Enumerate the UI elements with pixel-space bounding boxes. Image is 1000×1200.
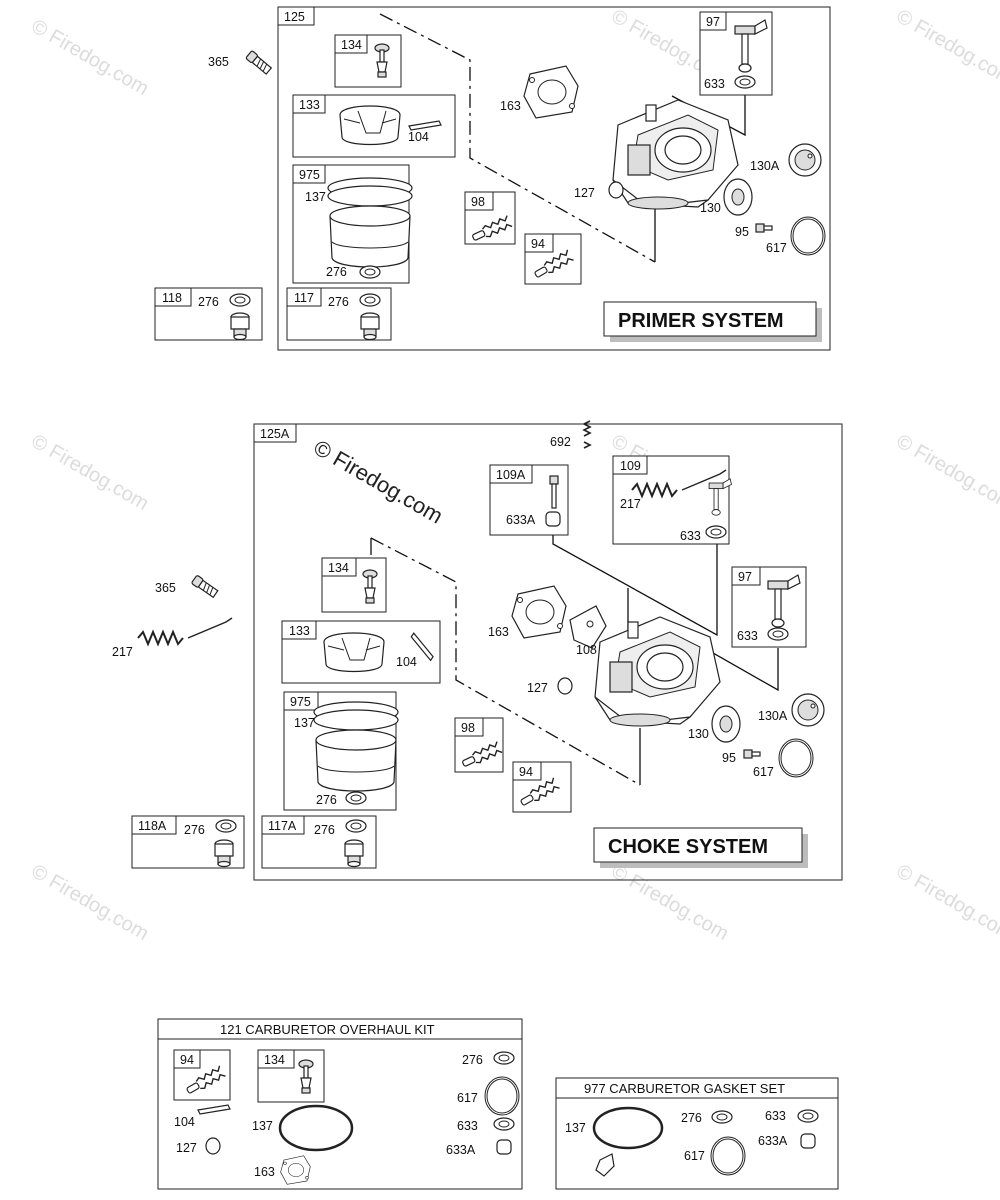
primer-frame xyxy=(277,6,831,351)
part-label-276: 276 xyxy=(326,265,347,279)
part-label-127: 127 xyxy=(176,1141,197,1155)
watermark-text: © Firedog.com xyxy=(28,15,153,100)
watermark-text: © Firedog.com xyxy=(893,5,1000,90)
part-label-127: 127 xyxy=(527,681,548,695)
part-label-95: 95 xyxy=(722,751,736,765)
watermark-text: © Firedog.com xyxy=(608,860,733,945)
part-number: 117 xyxy=(294,291,314,305)
part-number: 94 xyxy=(180,1053,194,1067)
part-label-365: 365 xyxy=(155,581,176,595)
part-label-617: 617 xyxy=(766,241,787,255)
part-number: 975 xyxy=(299,168,320,182)
part-label-276: 276 xyxy=(681,1111,702,1125)
overhaul-kit-title: 121 CARBURETOR OVERHAUL KIT xyxy=(220,1022,435,1037)
part-number: 94 xyxy=(531,237,545,251)
part-label-137: 137 xyxy=(294,716,315,730)
part-label-104: 104 xyxy=(408,130,429,144)
part-label-276: 276 xyxy=(198,295,219,309)
part-number: 118A xyxy=(138,819,167,833)
group-number: 125A xyxy=(260,427,290,441)
part-label-95: 95 xyxy=(735,225,749,239)
part-label-104: 104 xyxy=(174,1115,195,1129)
watermark-text: © Firedog.com xyxy=(893,860,1000,945)
part-label-276: 276 xyxy=(328,295,349,309)
part-label-617: 617 xyxy=(684,1149,705,1163)
part-label-137: 137 xyxy=(565,1121,586,1135)
part-label-217: 217 xyxy=(112,645,133,659)
part-label-127: 127 xyxy=(574,186,595,200)
overhaul-kit-section: 121 CARBURETOR OVERHAUL KIT 94 134 276 6… xyxy=(157,1018,523,1190)
group-number: 125 xyxy=(284,10,305,24)
part-label-276: 276 xyxy=(314,823,335,837)
part-number: 134 xyxy=(264,1053,285,1067)
part-number: 109A xyxy=(496,468,526,482)
part-label-137: 137 xyxy=(252,1119,273,1133)
part-label-163: 163 xyxy=(254,1165,275,1179)
part-label-276: 276 xyxy=(316,793,337,807)
part-label-633: 633 xyxy=(765,1109,786,1123)
part-number: 109 xyxy=(620,459,641,473)
part-label-633A: 633A xyxy=(758,1134,788,1148)
part-label-633: 633 xyxy=(737,629,758,643)
watermark-text: © Firedog.com xyxy=(28,430,153,515)
part-label-104: 104 xyxy=(396,655,417,669)
part-number: 134 xyxy=(341,38,362,52)
gasket-set-section: 977 CARBURETOR GASKET SET 137 276 633 63… xyxy=(555,1077,839,1190)
primer-system-section: 125 365 134 133 104 975 137 276 118 276 xyxy=(154,6,831,351)
part-number: 134 xyxy=(328,561,349,575)
choke-system-section: 125A © Firedog.com 692 109A 633A 109 217… xyxy=(112,420,843,881)
part-label-617: 617 xyxy=(753,765,774,779)
center-watermark: © Firedog.com xyxy=(310,435,448,529)
part-label-163: 163 xyxy=(488,625,509,639)
part-label-633: 633 xyxy=(457,1119,478,1133)
primer-title-box xyxy=(603,301,817,337)
part-label-365: 365 xyxy=(208,55,229,69)
part-number: 118 xyxy=(162,291,182,305)
part-label-163: 163 xyxy=(500,99,521,113)
part-number: 975 xyxy=(290,695,311,709)
part-number: 133 xyxy=(299,98,320,112)
part-number: 94 xyxy=(519,765,533,779)
choke-title-box xyxy=(593,827,803,863)
primer-title: PRIMER SYSTEM xyxy=(618,310,784,332)
gasket-set-title: 977 CARBURETOR GASKET SET xyxy=(584,1081,785,1096)
part-label-633: 633 xyxy=(680,529,701,543)
part-number: 97 xyxy=(738,570,752,584)
part-number: 98 xyxy=(461,721,475,735)
part-label-130: 130 xyxy=(700,201,721,215)
part-number: 117A xyxy=(268,819,297,833)
part-number: 97 xyxy=(706,15,720,29)
watermark-text: © Firedog.com xyxy=(28,860,153,945)
part-number: 98 xyxy=(471,195,485,209)
part-label-633: 633 xyxy=(704,77,725,91)
watermark-text: © Firedog.com xyxy=(893,430,1000,515)
part-label-692: 692 xyxy=(550,435,571,449)
part-label-617: 617 xyxy=(457,1091,478,1105)
part-label-633A: 633A xyxy=(506,513,536,527)
part-label-217: 217 xyxy=(620,497,641,511)
part-label-276: 276 xyxy=(184,823,205,837)
part-label-137: 137 xyxy=(305,190,326,204)
part-label-130A: 130A xyxy=(758,709,788,723)
part-label-108: 108 xyxy=(576,643,597,657)
part-label-276: 276 xyxy=(462,1053,483,1067)
part-label-130: 130 xyxy=(688,727,709,741)
choke-frame xyxy=(253,423,843,881)
part-number: 133 xyxy=(289,624,310,638)
part-label-130A: 130A xyxy=(750,159,780,173)
part-label-633A: 633A xyxy=(446,1143,476,1157)
choke-title: CHOKE SYSTEM xyxy=(608,836,768,858)
